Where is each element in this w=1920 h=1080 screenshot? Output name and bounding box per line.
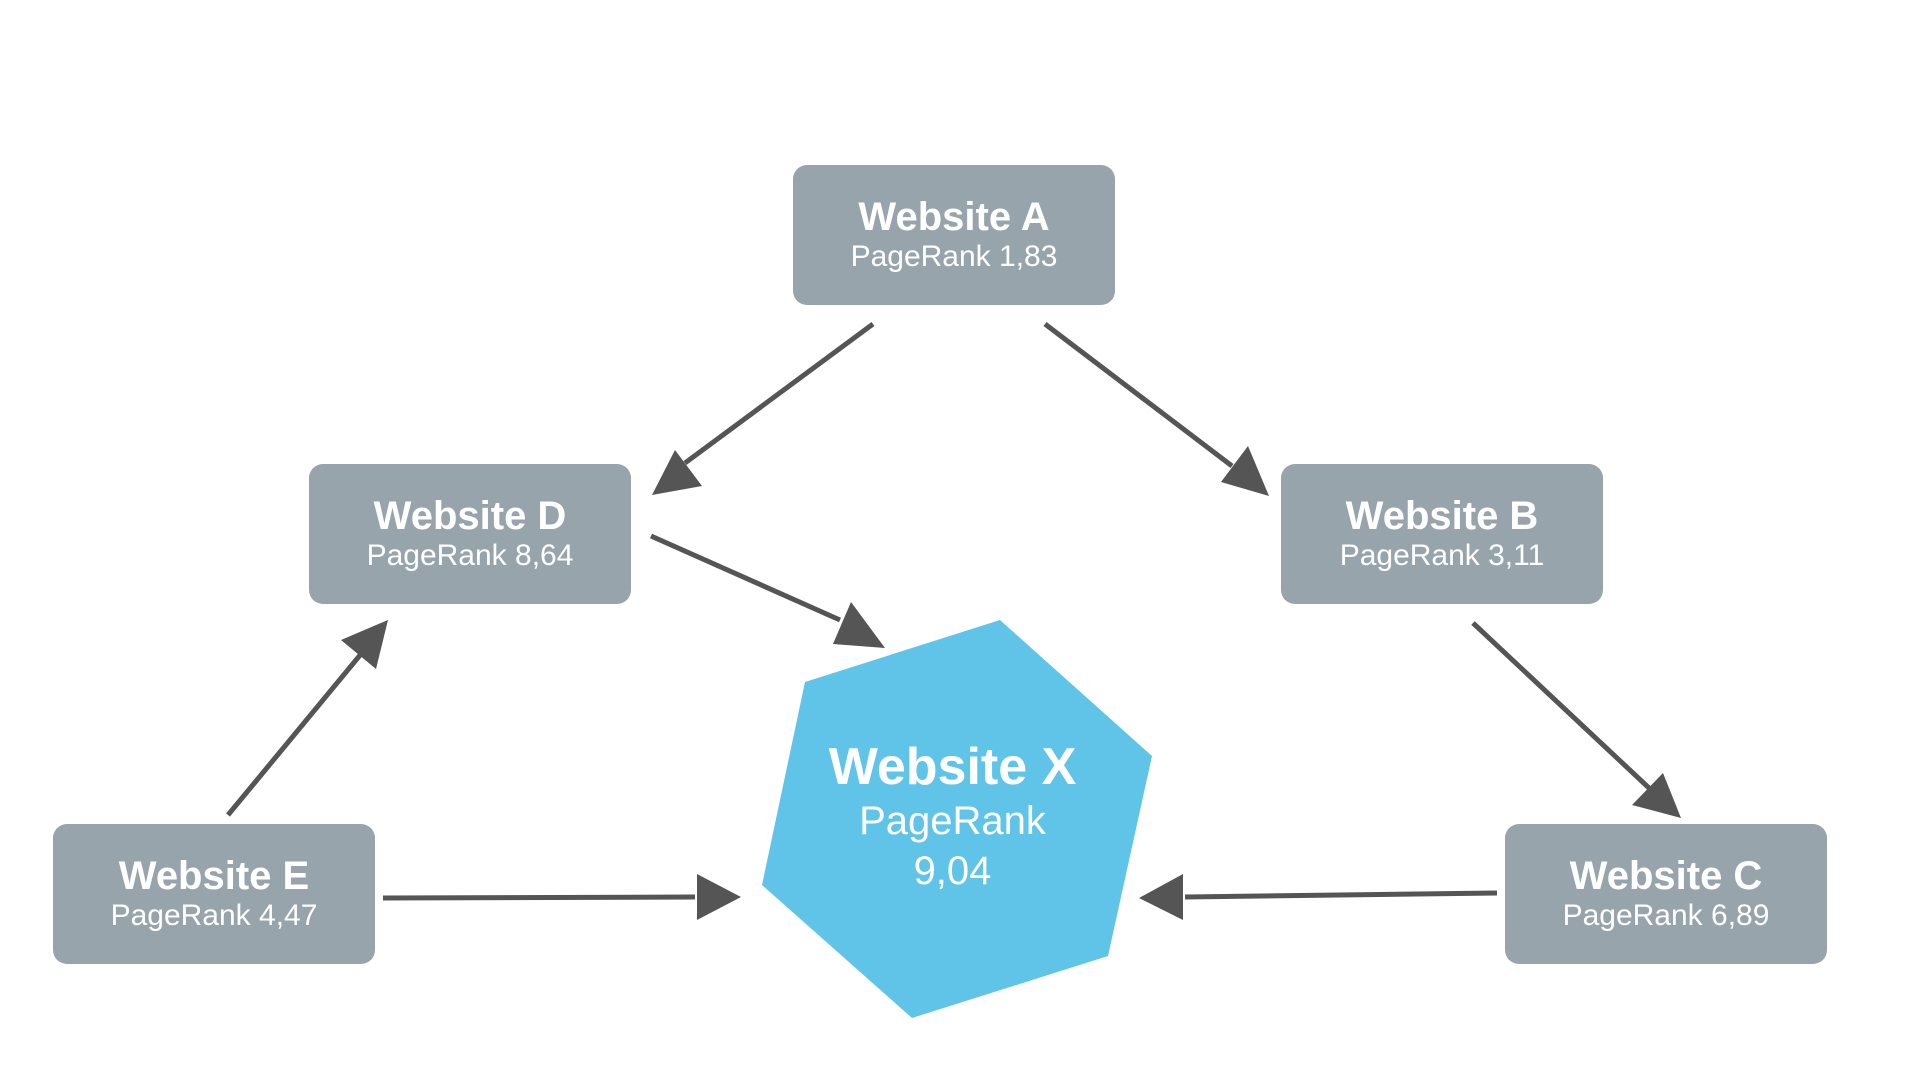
website-e-node: Website E PageRank 4,47	[53, 824, 375, 964]
website-e-pagerank: PageRank 4,47	[110, 899, 318, 932]
edge-a-to-b	[1043, 322, 1269, 496]
website-c-node: Website C PageRank 6,89	[1505, 824, 1827, 964]
edge-d-to-x	[649, 533, 885, 648]
website-x-label: Website X PageRank 9,04	[800, 738, 1105, 896]
website-d-pagerank: PageRank 8,64	[366, 539, 574, 572]
website-x-pagerank-value: 9,04	[913, 849, 992, 893]
edge-b-to-c	[1471, 621, 1681, 818]
website-d-title: Website D	[373, 494, 567, 538]
website-c-title: Website C	[1569, 854, 1763, 898]
website-b-pagerank: PageRank 3,11	[1339, 539, 1545, 572]
website-a-node: Website A PageRank 1,83	[793, 165, 1115, 305]
website-x-pagerank-label: PageRank	[859, 799, 1046, 843]
website-a-pagerank: PageRank 1,83	[850, 240, 1058, 273]
website-c-pagerank: PageRank 6,89	[1562, 899, 1770, 932]
website-d-node: Website D PageRank 8,64	[309, 464, 631, 604]
website-e-title: Website E	[118, 854, 310, 898]
website-b-node: Website B PageRank 3,11	[1281, 464, 1603, 604]
edge-c-to-x	[1139, 874, 1498, 920]
edge-e-to-x	[382, 874, 741, 920]
website-x-title: Website X	[828, 738, 1077, 796]
edge-a-to-d	[652, 321, 875, 495]
website-a-title: Website A	[858, 195, 1050, 239]
website-b-title: Website B	[1345, 494, 1539, 538]
edge-e-to-d	[226, 620, 388, 817]
website-x-hexagon	[762, 620, 1152, 1018]
